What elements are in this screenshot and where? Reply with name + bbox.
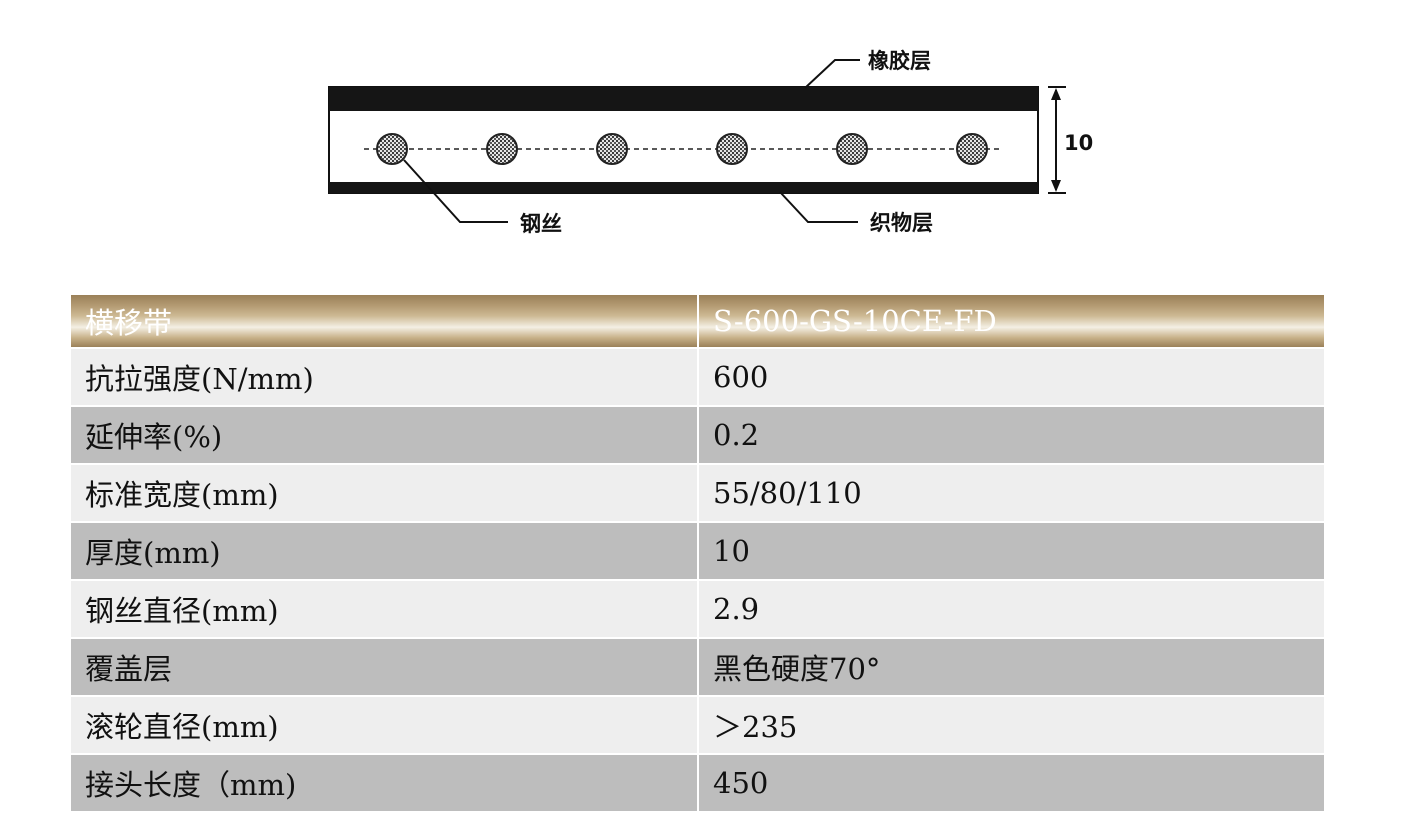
steel-wires (376, 133, 988, 165)
table-row: 抗拉强度(N/mm) 600 (71, 348, 1324, 407)
thickness-dimension (1048, 86, 1066, 194)
fabric-layer (329, 182, 1038, 193)
steel-wire (486, 133, 518, 165)
steel-wire (376, 133, 408, 165)
steel-wire (956, 133, 988, 165)
spec-value: 10 (698, 522, 1324, 581)
thickness-label: 10 (1064, 131, 1093, 155)
table-row: 厚度(mm) 10 (71, 522, 1324, 581)
table-row: 滚轮直径(mm) ＞235 (71, 696, 1324, 755)
header-name: 横移带 (71, 295, 699, 349)
spec-name: 覆盖层 (71, 638, 699, 697)
spec-name: 标准宽度(mm) (71, 464, 699, 523)
table-row: 覆盖层 黑色硬度70° (71, 638, 1324, 697)
spec-value: 55/80/110 (698, 464, 1324, 523)
belt-cross-section-diagram: 橡胶层 10 钢丝 织物层 (328, 49, 1093, 236)
rubber-layer-leader (804, 59, 860, 89)
spec-table-header: 横移带 S-600-GS-10CE-FD (71, 295, 1324, 349)
spec-name: 钢丝直径(mm) (71, 580, 699, 639)
spec-name: 滚轮直径(mm) (71, 696, 699, 755)
spec-value: ＞235 (698, 696, 1324, 755)
steel-wire (836, 133, 868, 165)
spec-name: 抗拉强度(N/mm) (71, 348, 699, 407)
spec-table: 横移带 S-600-GS-10CE-FD 抗拉强度(N/mm) 600 延伸率(… (71, 295, 1324, 813)
spec-value: 450 (698, 754, 1324, 813)
spec-value: 600 (698, 348, 1324, 407)
header-model: S-600-GS-10CE-FD (698, 295, 1324, 349)
spec-value: 0.2 (698, 406, 1324, 465)
spec-value: 黑色硬度70° (698, 638, 1324, 697)
table-row: 钢丝直径(mm) 2.9 (71, 580, 1324, 639)
table-row: 接头长度（mm) 450 (71, 754, 1324, 813)
fabric-layer-label: 织物层 (870, 211, 933, 235)
spec-name: 接头长度（mm) (71, 754, 699, 813)
steel-wire (596, 133, 628, 165)
spec-name: 延伸率(%) (71, 406, 699, 465)
rubber-layer (329, 87, 1038, 111)
steel-wire-label: 钢丝 (520, 212, 562, 236)
fabric-layer-leader (779, 191, 858, 223)
spec-value: 2.9 (698, 580, 1324, 639)
steel-wire (716, 133, 748, 165)
spec-name: 厚度(mm) (71, 522, 699, 581)
steel-wire-leader (403, 159, 508, 223)
rubber-layer-label: 橡胶层 (868, 49, 931, 73)
table-row: 标准宽度(mm) 55/80/110 (71, 464, 1324, 523)
table-row: 延伸率(%) 0.2 (71, 406, 1324, 465)
